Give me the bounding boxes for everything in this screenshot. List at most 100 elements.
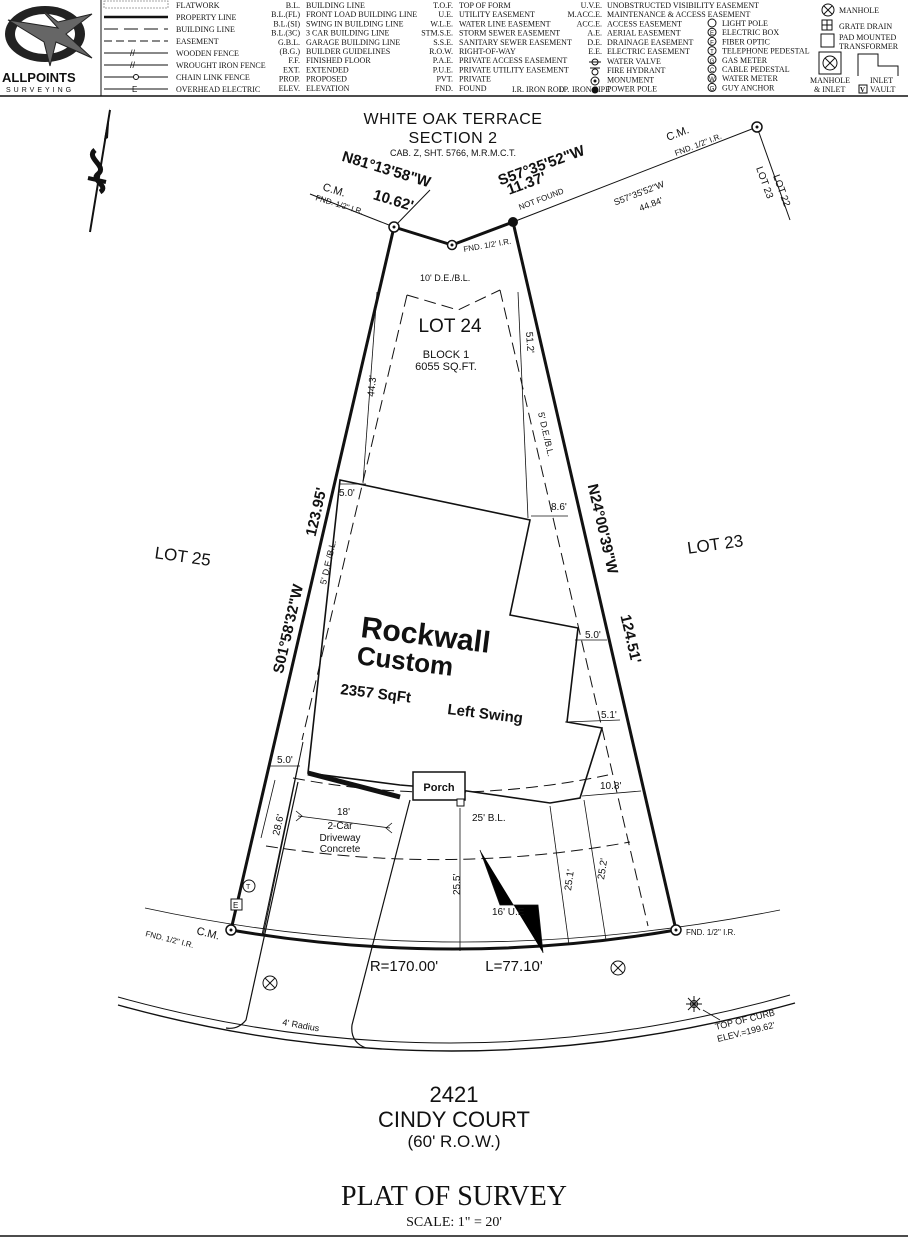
legend-code: B.L. <box>286 1 300 10</box>
legend-symbol-icon <box>707 27 717 37</box>
legend-symbols-e: MANHOLE GRATE DRAIN PAD MOUNTED TRANSFOR… <box>810 3 899 94</box>
legend-code: A.E. <box>587 29 602 38</box>
legend-code: S.S.E. <box>433 38 453 47</box>
porch-label: Porch <box>423 782 454 794</box>
legend-code-ip: I.P. <box>559 85 569 94</box>
dim-8-6: 8.6' <box>551 502 567 513</box>
monuments <box>225 121 763 936</box>
dim-5-1: 5.1' <box>601 710 617 721</box>
side-setback-lines <box>261 741 304 937</box>
legend-manhole: MANHOLE <box>839 6 879 15</box>
utility-easement: 16' U.E <box>492 907 525 918</box>
porch <box>412 771 466 807</box>
legend-symbol-icon <box>707 36 717 46</box>
legend-symbol-icon <box>707 82 717 92</box>
legend-desc: AERIAL EASEMENT <box>607 29 681 38</box>
bearing-east-distance: 124.51' <box>617 613 645 665</box>
legend-symbol-glyph: C <box>710 68 715 74</box>
legend-symbol-desc: FIBER OPTIC <box>722 37 770 46</box>
legend-code: ELEV. <box>279 84 300 93</box>
legend-code: P.U.E. <box>433 65 453 74</box>
property-boundary <box>144 126 791 951</box>
legend-code-ir: I.R. <box>512 85 524 94</box>
svg-text:E: E <box>132 85 137 94</box>
legend-code: ACC.E. <box>577 19 602 28</box>
legend-symbol-glyph: F <box>710 40 714 46</box>
house-sqft: 2357 SqFt <box>340 681 412 707</box>
legend-desc: STORM SEWER EASEMENT <box>459 29 560 38</box>
legend-symbol-desc: LIGHT POLE <box>722 19 768 28</box>
legend-symbol-glyph: G <box>710 59 715 65</box>
bearing-lot22-distance: 44.84' <box>638 195 664 213</box>
dim-10-8: 10.8' <box>600 781 621 792</box>
legend-code: (B.G.) <box>280 47 301 56</box>
house-swing: Left Swing <box>447 701 524 727</box>
legend-desc: ACCESS EASEMENT <box>607 19 682 28</box>
lot-right: LOT 23 <box>686 531 744 558</box>
dim-25-5: 25.5' <box>452 874 463 895</box>
dim-44: 44.3' <box>366 375 379 397</box>
legend-line-label: OVERHEAD ELECTRIC <box>176 85 260 94</box>
legend-symbol-glyph: T <box>710 50 714 56</box>
legend-line-label: EASEMENT <box>176 37 219 46</box>
legend-symbol-desc: POWER POLE <box>607 85 657 94</box>
electric-box-icon <box>230 898 243 911</box>
easement-right: 5' D.E./B.L. <box>536 411 556 457</box>
light-pole-icon <box>686 996 702 1012</box>
legend-code: B.L.(FL) <box>271 10 300 19</box>
legend-code: STM.S.E. <box>421 29 453 38</box>
legend-code: U.E. <box>438 10 453 19</box>
lot-area: 6055 SQ.FT. <box>415 361 477 373</box>
legend-pad2: TRANSFORMER <box>839 42 899 51</box>
legend-symbol-icon <box>707 18 717 28</box>
legend-desc: DRAINAGE EASEMENT <box>607 38 694 47</box>
legend-desc: PRIVATE UTILITY EASEMENT <box>459 65 569 74</box>
legend-desc: FRONT LOAD BUILDING LINE <box>306 10 417 19</box>
legend-desc: WATER LINE EASEMENT <box>459 19 551 28</box>
plat-title: PLAT OF SURVEY <box>341 1181 567 1212</box>
street-name: CINDY COURT <box>378 1107 530 1132</box>
legend-code: E.E. <box>588 47 602 56</box>
legend-code: FND. <box>435 84 453 93</box>
legend-line-labels: FLATWORK PROPERTY LINE BUILDING LINE EAS… <box>176 1 266 94</box>
legend-desc-ip: IRON PIPE <box>572 85 610 94</box>
block-number: BLOCK 1 <box>423 349 469 361</box>
legend-code: F.F. <box>288 56 300 65</box>
legend: ALLPOINTS SURVEYING // // E FLATWORK PRO… <box>0 0 908 97</box>
allpoints-logo: ALLPOINTS SURVEYING <box>2 6 93 94</box>
lot-23-small: LOT 23 <box>753 165 775 200</box>
legend-line-label: WOODEN FENCE <box>176 49 239 58</box>
legend-symbol-glyphs-c <box>589 58 601 94</box>
legend-code: B.L.(SI) <box>273 19 300 28</box>
manhole-icon <box>821 3 835 17</box>
legend-inlet-v: V <box>860 86 865 94</box>
legend-symbol-desc: GUY ANCHOR <box>722 83 775 92</box>
legend-code: B.L.(3C) <box>271 29 300 38</box>
legend-symbol-desc: GAS METER <box>722 56 768 65</box>
curve-length: L=77.10' <box>485 958 543 975</box>
legend-desc: UTILITY EASEMENT <box>459 10 535 19</box>
subdivision-section: SECTION 2 <box>409 130 498 147</box>
legend-desc-ir: IRON ROD <box>526 85 565 94</box>
power-pole-icon <box>508 217 518 227</box>
legend-symbol-glyph: E <box>710 31 714 37</box>
dimension-lines <box>260 291 642 954</box>
legend-mh-inlet2: & INLET <box>814 85 845 94</box>
easement-lines <box>265 289 649 927</box>
legend-symbol-icon <box>707 46 717 56</box>
right-of-way: (60' R.O.W.) <box>408 1132 501 1151</box>
legend-inlet1: INLET <box>870 76 893 85</box>
legend-code: P.A.E. <box>433 56 453 65</box>
dim-5-left: 5.0' <box>339 488 355 499</box>
plat-labels: WHITE OAK TERRACE SECTION 2 CAB. Z, SHT.… <box>0 111 908 1237</box>
legend-desc: BUILDER GUIDELINES <box>306 47 390 56</box>
legend-abbreviations-c: U.V.E.UNOBSTRUCTED VISIBILITY EASEMENTM.… <box>568 1 760 56</box>
legend-desc: GARAGE BUILDING LINE <box>306 38 400 47</box>
bearing-west-distance: 123.95' <box>303 486 331 538</box>
dim-18: 18' <box>337 807 350 818</box>
bearing-north-left-distance: 10.62' <box>371 187 415 215</box>
legend-symbol-desc: TELEPHONE PEDESTAL <box>722 47 810 56</box>
